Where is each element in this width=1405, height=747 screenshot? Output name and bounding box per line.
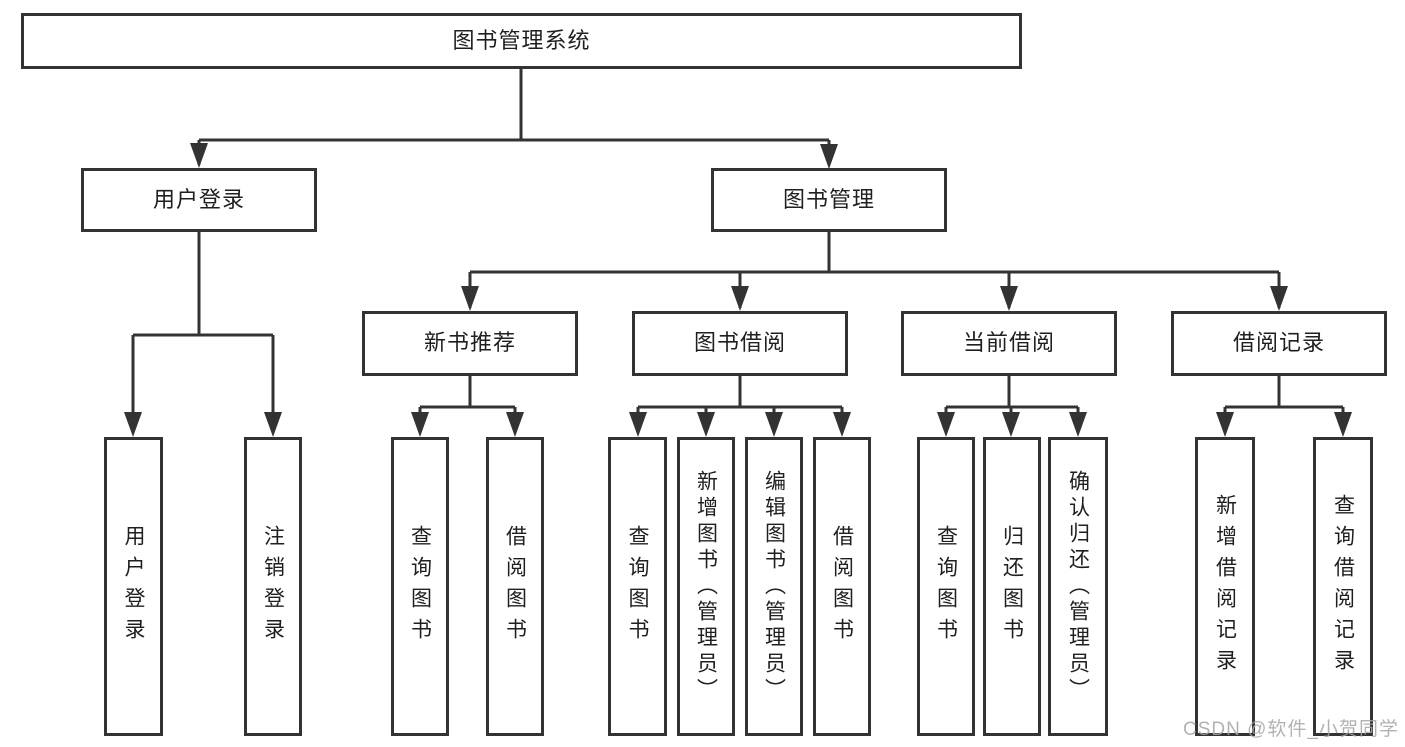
node-current-borrowing: 当前借阅 (901, 311, 1117, 376)
node-library-system: 图书管理系统 (21, 13, 1022, 69)
leaf-return-book: 归还图书 (983, 437, 1041, 736)
leaf-user-login: 用户登录 (104, 437, 163, 736)
leaf-add-borrow-record: 新增借阅记录 (1195, 437, 1255, 736)
leaf-confirm-return-admin: 确认归还（管理员） (1048, 437, 1108, 736)
leaf-borrow-books-recommend: 借阅图书 (486, 437, 544, 736)
node-user-login: 用户登录 (81, 168, 317, 232)
node-borrowing-records: 借阅记录 (1171, 311, 1387, 376)
leaf-query-books-current: 查询图书 (917, 437, 975, 736)
connector-lines (131, 69, 1345, 433)
leaf-query-books-borrowing: 查询图书 (608, 437, 667, 736)
leaf-borrow-books-borrowing: 借阅图书 (813, 437, 871, 736)
arrowhead-icons (124, 143, 1352, 437)
leaf-add-book-admin: 新增图书（管理员） (677, 437, 735, 736)
node-book-management: 图书管理 (711, 168, 947, 232)
leaf-edit-book-admin: 编辑图书（管理员） (745, 437, 803, 736)
leaf-query-borrow-record: 查询借阅记录 (1313, 437, 1373, 736)
csdn-watermark: CSDN @软件_小贺同学 (1183, 719, 1399, 740)
node-book-borrowing: 图书借阅 (632, 311, 848, 376)
leaf-logout: 注销登录 (244, 437, 302, 736)
leaf-query-books-recommend: 查询图书 (391, 437, 449, 736)
node-new-book-recommend: 新书推荐 (362, 311, 578, 376)
